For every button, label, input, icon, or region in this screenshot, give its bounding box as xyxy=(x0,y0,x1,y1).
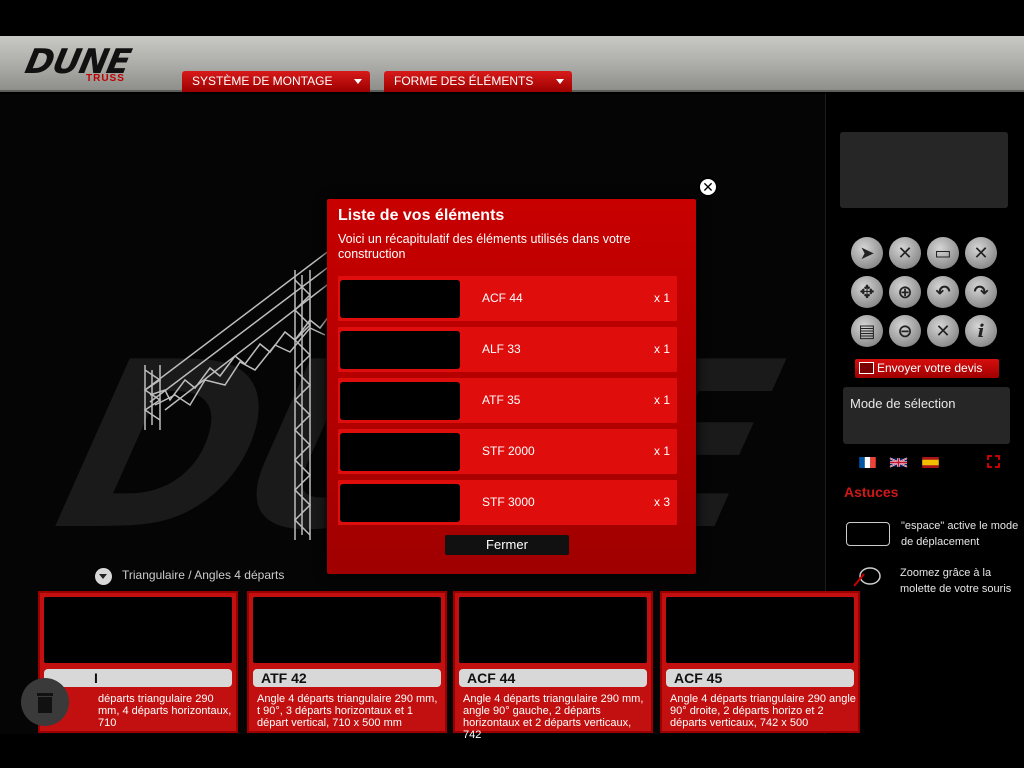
send-quote-button[interactable]: Envoyer votre devis xyxy=(855,359,999,378)
card-desc: Angle 4 départs triangulaire 290 mm, ang… xyxy=(463,693,644,741)
item-name: STF 3000 xyxy=(482,495,535,509)
item-qty: x 1 xyxy=(653,393,670,407)
info-icon[interactable]: i xyxy=(965,315,997,347)
catalog-strip[interactable]: I départs triangulaire 290 mm, 4 départs… xyxy=(38,591,860,741)
item-name: ALF 33 xyxy=(482,342,521,356)
item-thumbnail xyxy=(340,433,460,471)
card-title: ATF 42 xyxy=(253,669,441,687)
item-qty: x 1 xyxy=(653,444,670,458)
list-item: ACF 44 x 1 xyxy=(338,276,677,321)
close-icon[interactable]: ✕ xyxy=(965,237,997,269)
mouse-icon xyxy=(853,567,881,587)
card-thumbnail xyxy=(253,597,441,663)
item-qty: x 1 xyxy=(653,342,670,356)
logo: DUNE TRUSS xyxy=(22,42,148,86)
close-button[interactable]: Fermer xyxy=(445,535,569,555)
rotate-right-icon[interactable]: ↷ xyxy=(965,276,997,308)
item-qty: x 3 xyxy=(653,495,670,509)
item-thumbnail xyxy=(340,484,460,522)
select-cursor-icon[interactable]: ➤ xyxy=(851,237,883,269)
item-name: STF 2000 xyxy=(482,444,535,458)
item-name: ACF 44 xyxy=(482,291,523,305)
astuces-title: Astuces xyxy=(844,484,899,500)
item-thumbnail xyxy=(340,331,460,369)
catalog-card[interactable]: ACF 44 Angle 4 départs triangulaire 290 … xyxy=(453,591,653,741)
menu-systeme-montage[interactable]: SYSTÈME DE MONTAGE xyxy=(182,71,370,92)
list-item: STF 3000 x 3 xyxy=(338,480,677,525)
modal-description: Voici un récapitulatif des éléments util… xyxy=(338,232,631,261)
zoom-out-icon[interactable]: ⊖ xyxy=(889,315,921,347)
catalog-section-label: Triangulaire / Angles 4 départs xyxy=(122,568,285,582)
uk-flag-icon[interactable] xyxy=(889,457,908,468)
close-icon[interactable]: ✕ xyxy=(698,177,718,197)
truss-construction[interactable] xyxy=(130,230,341,550)
rotate-left-icon[interactable]: ↶ xyxy=(927,276,959,308)
card-title: ACF 44 xyxy=(459,669,647,687)
item-thumbnail xyxy=(340,382,460,420)
card-desc: Angle 4 départs triangulaire 290 angle 9… xyxy=(670,693,856,729)
document-icon[interactable]: ▤ xyxy=(851,315,883,347)
mode-label: Mode de sélection xyxy=(850,396,956,411)
trash-icon[interactable] xyxy=(21,678,69,726)
chevron-down-icon[interactable] xyxy=(95,568,112,585)
catalog-card[interactable]: ATF 42 Angle 4 départs triangulaire 290 … xyxy=(247,591,447,733)
menu-label: FORME DES ÉLÉMENTS xyxy=(394,74,534,88)
tip-space: "espace" active le mode de déplacement xyxy=(901,520,1019,548)
chevron-down-icon xyxy=(354,79,362,84)
keyboard-icon xyxy=(846,522,890,546)
item-name: ATF 35 xyxy=(482,393,521,407)
item-qty: x 1 xyxy=(653,291,670,305)
list-item: STF 2000 x 1 xyxy=(338,429,677,474)
fullscreen-icon[interactable] xyxy=(987,455,1000,468)
card-title: ACF 45 xyxy=(666,669,854,687)
chevron-down-icon xyxy=(556,79,564,84)
french-flag-icon[interactable] xyxy=(859,457,876,468)
send-quote-label: Envoyer votre devis xyxy=(877,361,983,375)
catalog-card[interactable]: ACF 45 Angle 4 départs triangulaire 290 … xyxy=(660,591,860,733)
zoom-in-icon[interactable]: ⊕ xyxy=(889,276,921,308)
close-icon[interactable]: ✕ xyxy=(889,237,921,269)
move-icon[interactable]: ✥ xyxy=(851,276,883,308)
modal-title: Liste de vos éléments xyxy=(338,207,505,224)
menu-forme-elements[interactable]: FORME DES ÉLÉMENTS xyxy=(384,71,572,92)
rect-select-icon[interactable]: ▭ xyxy=(927,237,959,269)
catalog-card[interactable]: I départs triangulaire 290 mm, 4 départs… xyxy=(38,591,238,733)
card-thumbnail xyxy=(44,597,232,663)
list-item: ATF 35 x 1 xyxy=(338,378,677,423)
item-thumbnail xyxy=(340,280,460,318)
card-thumbnail xyxy=(666,597,854,663)
envelope-icon xyxy=(859,362,874,374)
elements-list-modal: Liste de vos éléments Voici un récapitul… xyxy=(327,199,696,574)
mode-status: Mode de sélection xyxy=(843,387,1010,444)
list-item: ALF 33 x 1 xyxy=(338,327,677,372)
card-title: I xyxy=(44,669,232,687)
preview-box xyxy=(840,132,1008,208)
menu-label: SYSTÈME DE MONTAGE xyxy=(192,74,333,88)
card-thumbnail xyxy=(459,597,647,663)
card-desc: Angle 4 départs triangulaire 290 mm, t 9… xyxy=(257,693,438,729)
logo-sub: TRUSS xyxy=(86,73,125,84)
close-icon[interactable]: ✕ xyxy=(927,315,959,347)
card-desc: départs triangulaire 290 mm, 4 départs h… xyxy=(98,693,232,729)
tip-zoom: Zoomez grâce à la molette de votre souri… xyxy=(900,567,1012,595)
spanish-flag-icon[interactable] xyxy=(922,457,939,468)
